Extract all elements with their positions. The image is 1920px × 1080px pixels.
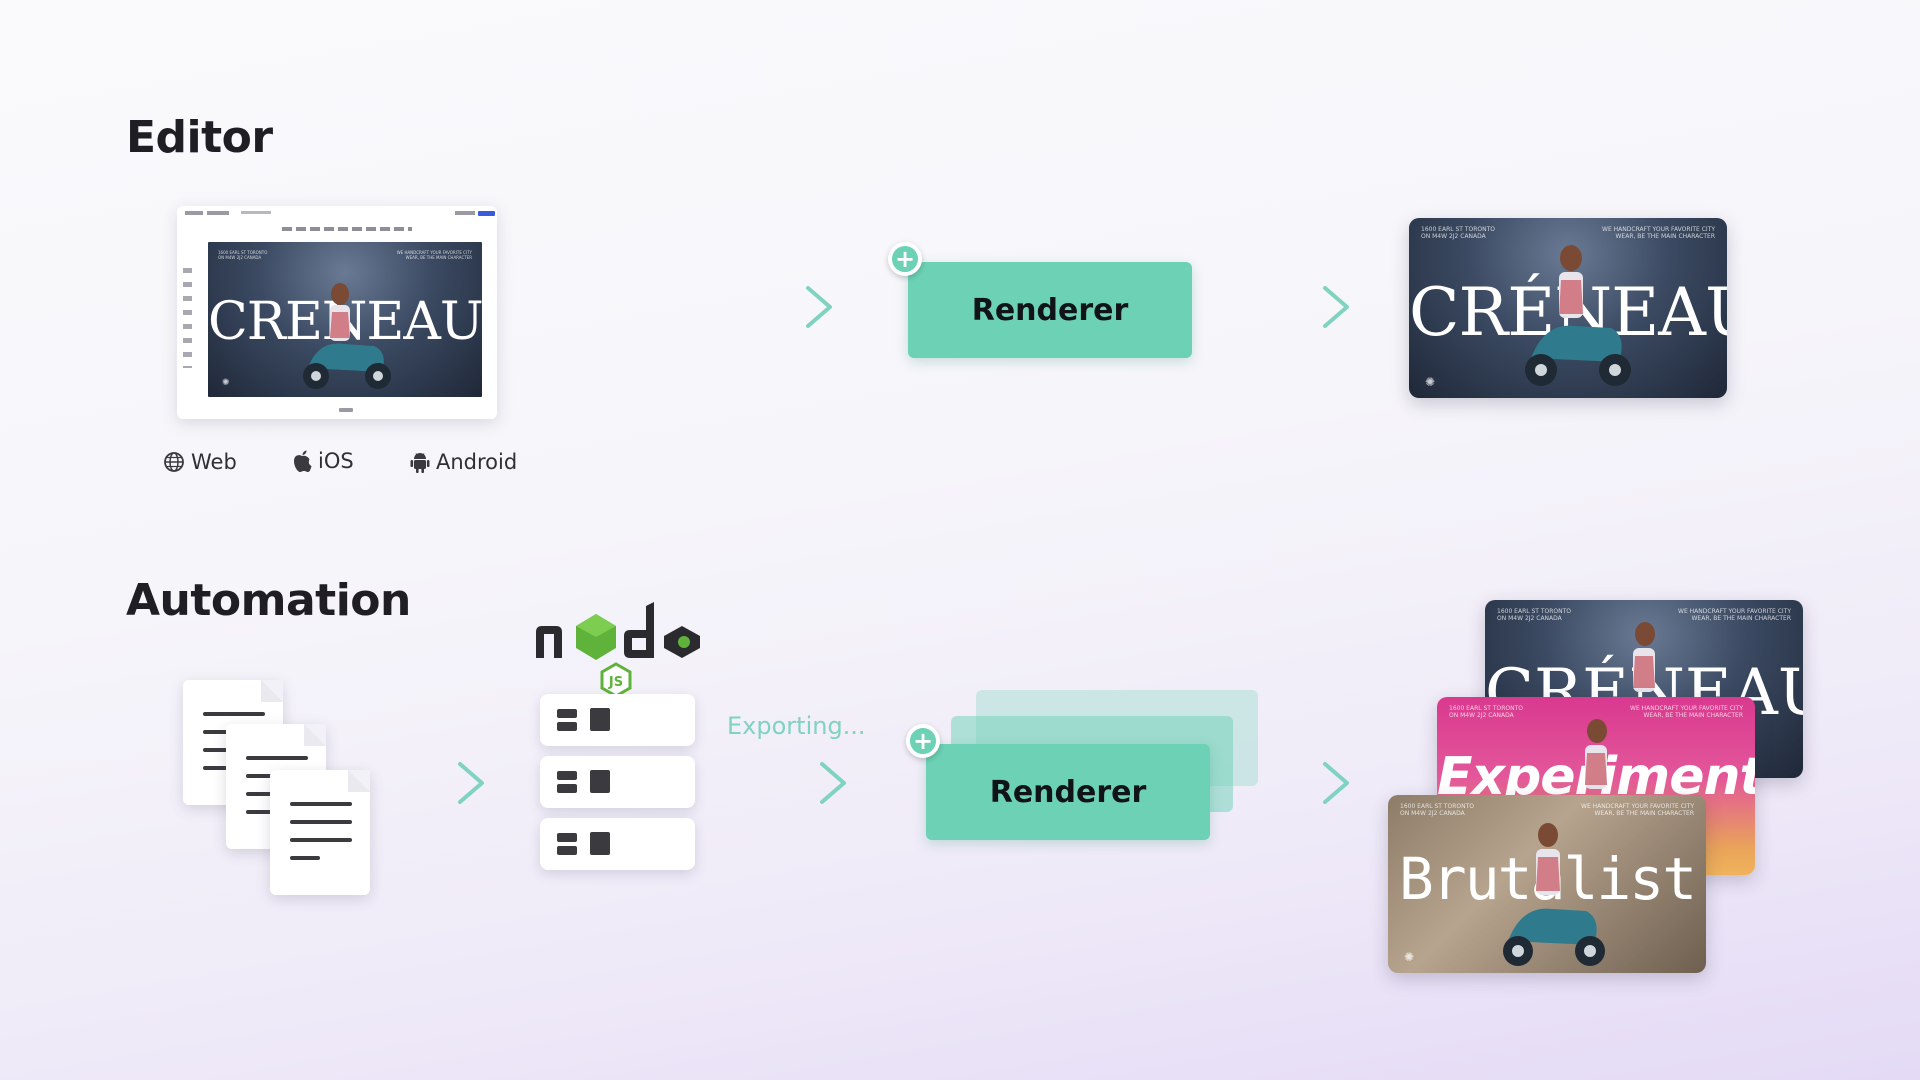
automation-arrow-to-outputs xyxy=(1225,762,1349,804)
editor-arrow-to-output xyxy=(1195,286,1349,328)
automation-output-card-brutalist: 1600 EARL ST TORONTO ON M4W 2J2 CANADA W… xyxy=(1388,795,1706,973)
card-address-text: 1600 EARL ST TORONTO ON M4W 2J2 CANADA xyxy=(218,250,268,260)
output-card-tagline-text: WE HANDCRAFT YOUR FAVORITE CITY WEAR, BE… xyxy=(1678,608,1791,622)
server-unit xyxy=(540,694,695,746)
platform-web-label: Web xyxy=(191,450,237,474)
editor-heading: Editor xyxy=(126,112,273,163)
automation-arrow-to-renderer xyxy=(700,762,846,804)
platform-ios-label: iOS xyxy=(318,449,354,473)
scooter-illustration xyxy=(1525,245,1631,386)
editor-toolbar-button[interactable] xyxy=(478,211,495,216)
server-unit xyxy=(540,818,695,870)
editor-output-card: 1600 EARL ST TORONTO ON M4W 2J2 CANADA W… xyxy=(1409,218,1727,398)
output-card-address-text: 1600 EARL ST TORONTO ON M4W 2J2 CANADA xyxy=(1497,608,1572,622)
android-icon xyxy=(410,453,430,473)
editor-renderer-box: Renderer xyxy=(908,262,1192,358)
export-status-text: Exporting... xyxy=(727,712,866,740)
document-icon xyxy=(270,770,370,895)
editor-arrow-to-renderer xyxy=(500,286,832,328)
scooter-illustration xyxy=(1503,823,1605,966)
server-unit xyxy=(540,756,695,808)
editor-preview-window[interactable]: 1600 EARL ST TORONTO ON M4W 2J2 CANADA W… xyxy=(177,206,497,419)
scooter-illustration xyxy=(1585,719,1607,789)
automation-heading: Automation xyxy=(126,575,411,626)
globe-icon xyxy=(164,452,184,472)
editor-tool-rail xyxy=(183,268,192,368)
card-logo-icon: ✺ xyxy=(1404,950,1415,964)
svg-text:JS: JS xyxy=(608,675,623,690)
card-logo-icon: ✺ xyxy=(222,378,230,388)
output-card-tagline-text: WE HANDCRAFT YOUR FAVORITE CITY WEAR, BE… xyxy=(1581,803,1694,817)
nodejs-logo-icon: JS xyxy=(536,602,700,698)
automation-renderer-add-icon[interactable]: + xyxy=(906,724,940,758)
output-card-tagline-text: WE HANDCRAFT YOUR FAVORITE CITY WEAR, BE… xyxy=(1602,226,1715,240)
scooter-illustration xyxy=(1633,622,1655,692)
output-card-address-text: 1600 EARL ST TORONTO ON M4W 2J2 CANADA xyxy=(1449,705,1524,719)
platform-android-label: Android xyxy=(436,450,518,474)
platform-web: Web xyxy=(163,450,237,474)
platform-android: Android xyxy=(410,450,517,474)
output-card-address-text: 1600 EARL ST TORONTO ON M4W 2J2 CANADA xyxy=(1400,803,1475,817)
editor-renderer-add-icon[interactable]: + xyxy=(888,242,922,276)
automation-renderer-box: Renderer xyxy=(926,744,1210,840)
editor-toolbar xyxy=(185,211,495,219)
output-card-address-text: 1600 EARL ST TORONTO ON M4W 2J2 CANADA xyxy=(1421,226,1496,240)
card-logo-icon: ✺ xyxy=(1425,375,1436,389)
platform-ios: iOS xyxy=(292,449,354,473)
output-card-tagline-text: WE HANDCRAFT YOUR FAVORITE CITY WEAR, BE… xyxy=(1630,705,1743,719)
apple-icon xyxy=(294,450,312,472)
card-tagline-text: WE HANDCRAFT YOUR FAVORITE CITY WEAR, BE… xyxy=(396,250,472,260)
scooter-illustration xyxy=(303,283,391,389)
editor-canvas-card[interactable]: 1600 EARL ST TORONTO ON M4W 2J2 CANADA W… xyxy=(208,242,482,397)
automation-arrow-to-node xyxy=(370,762,484,804)
